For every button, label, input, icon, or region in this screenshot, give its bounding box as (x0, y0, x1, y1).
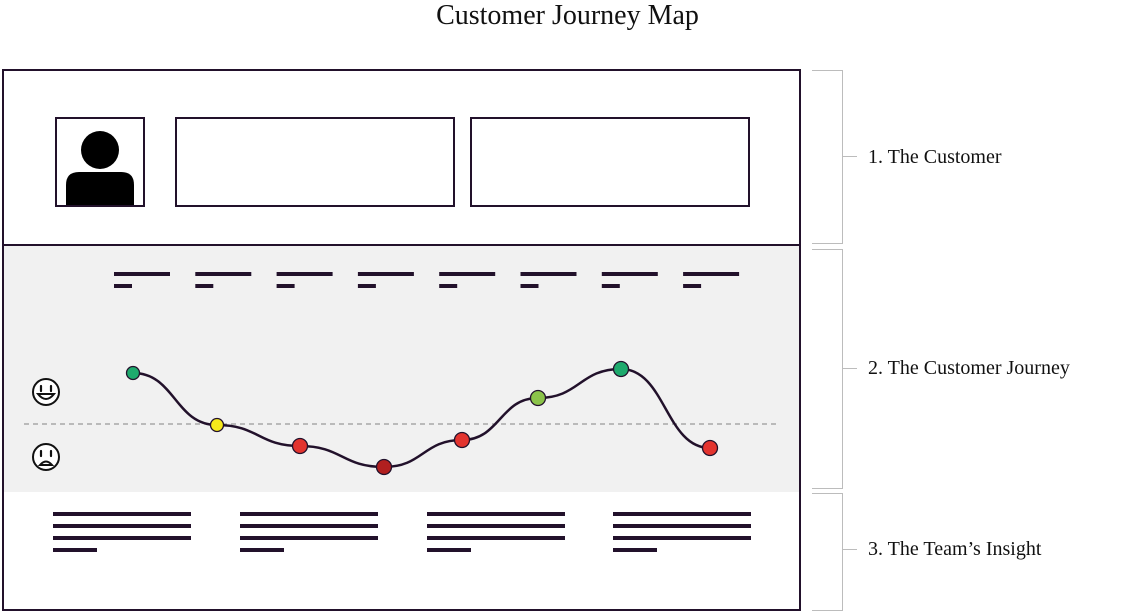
insight-text-line (613, 536, 751, 540)
insight-text-block (53, 512, 191, 552)
customer-section-label: 1. The Customer (868, 146, 1002, 168)
stage-header-placeholder (520, 272, 577, 288)
journey-section (4, 244, 799, 494)
customer-bracket (812, 70, 843, 244)
customer-info-box-1 (175, 117, 455, 207)
touchpoint-dot (612, 360, 630, 378)
customer-bracket-tick (843, 156, 857, 157)
insight-section-label: 3. The Team’s Insight (868, 538, 1042, 560)
customer-avatar (55, 117, 145, 207)
stage-header-subline (195, 284, 214, 288)
insight-text-line (53, 512, 191, 516)
insight-text-line (53, 524, 191, 528)
diagram-title: Customer Journey Map (436, 0, 699, 31)
insight-text-line (613, 548, 657, 552)
journey-map-frame (2, 69, 801, 611)
stage-header-line (357, 272, 414, 276)
insight-text-line (427, 512, 565, 516)
journey-bracket (812, 249, 843, 489)
stage-header-placeholder (601, 272, 658, 288)
stage-header-subline (114, 284, 132, 288)
stage-header-subline (601, 284, 620, 288)
insight-text-line (427, 524, 565, 528)
insight-text-line (240, 512, 378, 516)
customer-info-box-2 (470, 117, 750, 207)
stage-header-line (114, 272, 170, 276)
insight-text-block (427, 512, 565, 552)
stage-header-placeholder (683, 272, 740, 288)
journey-curve (132, 367, 711, 469)
insight-text-line (240, 524, 378, 528)
journey-section-label: 2. The Customer Journey (868, 357, 1070, 379)
insight-bracket-tick (843, 549, 857, 550)
customer-section (4, 71, 799, 244)
insight-text-line (427, 548, 471, 552)
stage-header-line (601, 272, 658, 276)
stage-header-line (683, 272, 740, 276)
touchpoint-dot (701, 439, 719, 457)
person-icon (66, 131, 134, 205)
insight-text-block (240, 512, 378, 552)
touchpoint-dot (209, 417, 225, 433)
stage-header-line (276, 272, 333, 276)
insight-bracket (812, 493, 843, 611)
stage-header-placeholder (357, 272, 414, 288)
stage-header-placeholder (439, 272, 496, 288)
touchpoint-dot (125, 365, 141, 381)
stage-header-placeholder (114, 272, 170, 288)
stage-header-line (520, 272, 577, 276)
insight-section (4, 492, 799, 609)
journey-chart (24, 272, 779, 476)
sad-face-icon (32, 443, 60, 471)
insight-text-block (613, 512, 751, 552)
insight-text-line (613, 512, 751, 516)
insight-text-line (53, 548, 97, 552)
touchpoint-dot (375, 458, 393, 476)
stage-header-subline (276, 284, 295, 288)
insight-text-line (613, 524, 751, 528)
stage-header-subline (439, 284, 458, 288)
stage-header-placeholder (276, 272, 333, 288)
stage-header-placeholder (195, 272, 252, 288)
stage-header-line (195, 272, 252, 276)
insight-text-line (53, 536, 191, 540)
touchpoint-dot (291, 437, 309, 455)
insight-text-line (427, 536, 565, 540)
insight-text-line (240, 536, 378, 540)
touchpoint-dot (453, 431, 471, 449)
insight-text-line (240, 548, 284, 552)
happy-face-icon (32, 378, 60, 406)
stage-header-line (439, 272, 496, 276)
touchpoint-dot (529, 389, 547, 407)
stage-header-subline (520, 284, 539, 288)
stage-header-subline (357, 284, 376, 288)
stage-header-subline (683, 284, 702, 288)
insight-text-placeholders (53, 512, 751, 552)
journey-bracket-tick (843, 368, 857, 369)
